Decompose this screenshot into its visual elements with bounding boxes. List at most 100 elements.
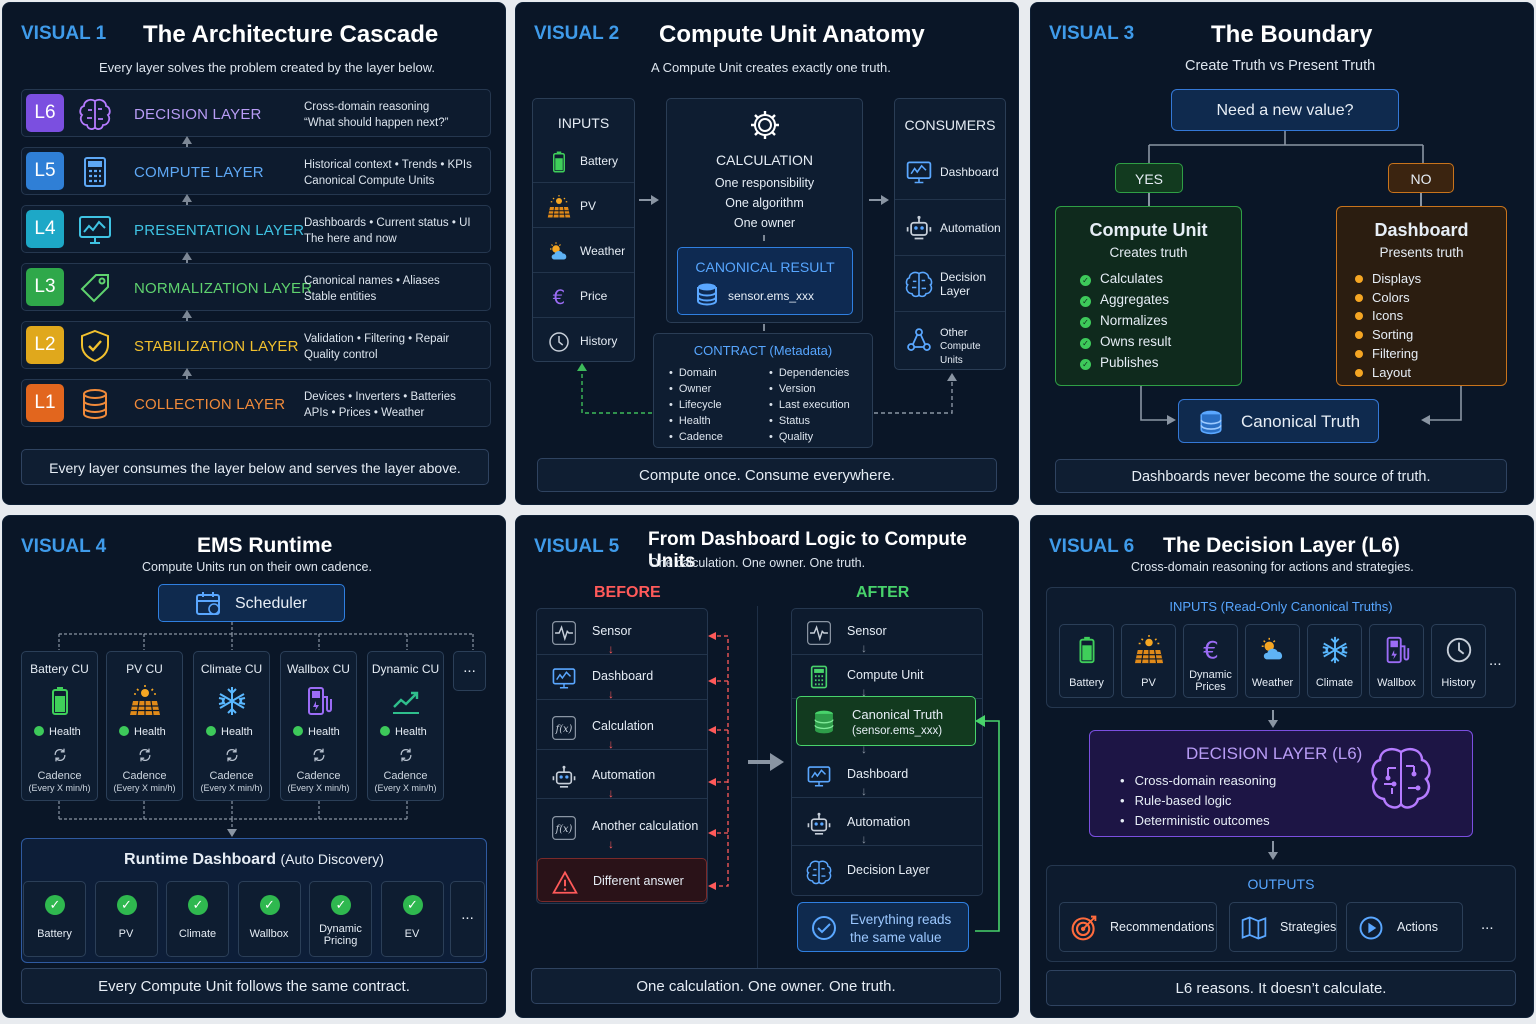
output-actions[interactable]: Actions [1346, 902, 1463, 952]
up-arrowhead [182, 310, 192, 318]
health-status: Health [293, 726, 340, 738]
contract-item: Status [769, 413, 850, 429]
dashboard-tile[interactable]: ✓EV [380, 881, 444, 957]
svg-text:f(x): f(x) [555, 824, 573, 835]
network-icon [905, 326, 933, 354]
input-tile: Wallbox [1369, 624, 1424, 698]
warning-icon [552, 870, 578, 896]
dashboard-tile-label: PV [96, 928, 157, 940]
dashboard-title: Dashboard [1374, 220, 1469, 240]
layer-description-line: Cross-domain reasoning [304, 101, 430, 113]
layer-description-line: Stable entities [304, 291, 377, 303]
runtime-dashboard-suffix: (Auto Discovery) [280, 851, 384, 867]
dashboard-subtitle: Presents truth [1379, 245, 1464, 260]
question-box: Need a new value? [1171, 89, 1399, 131]
decision-item-label: Rule-based logic [1134, 793, 1232, 808]
output-strategies[interactable]: Strategies [1229, 902, 1337, 952]
before-step: Different answer [537, 858, 707, 902]
compute-unit-item-label: Publishes [1100, 355, 1159, 370]
before-step-label: Sensor [592, 624, 632, 638]
compute-unit-title: Compute Unit [1089, 220, 1208, 240]
visual-4-panel: VISUAL 4 EMS Runtime Compute Units run o… [2, 515, 506, 1018]
compute-unit-name: Wallbox CU [287, 662, 350, 676]
visual-number: VISUAL 5 [534, 536, 620, 557]
before-label: BEFORE [594, 584, 661, 601]
panel-footer: Dashboards never become the source of tr… [1055, 459, 1507, 493]
cadence-info: Cadence(Every X min/h) [281, 770, 356, 794]
visual-6-panel: VISUAL 6 The Decision Layer (L6) Cross-d… [1030, 515, 1534, 1018]
cadence-detail: (Every X min/h) [287, 783, 350, 793]
clock-icon [1444, 635, 1474, 665]
shield-icon [78, 329, 112, 363]
monitor-icon [78, 213, 112, 247]
dashboard-connector [58, 801, 408, 837]
contract-item: Health [669, 413, 723, 429]
visual-5-panel: VISUAL 5 From Dashboard Logic to Compute… [515, 515, 1019, 1018]
layer-description-line: The here and now [304, 233, 397, 245]
output-label: Strategies [1280, 920, 1337, 934]
dashboard-item-label: Icons [1372, 308, 1404, 324]
before-step-label: Dashboard [592, 669, 654, 683]
after-step: Compute Unit [792, 653, 982, 699]
arrow-down-icon [1268, 841, 1278, 860]
contract-box: CONTRACT (Metadata) DomainOwnerLifecycle… [653, 333, 873, 448]
panel-footer: Every layer consumes the layer below and… [21, 449, 489, 485]
dashboard-tile[interactable]: ✓Climate [166, 881, 229, 957]
dashboard-tile[interactable]: ✓Wallbox [237, 881, 301, 957]
layer-description-line: APIs • Prices • Weather [304, 407, 425, 419]
contract-item: Last execution [769, 397, 850, 413]
cycle-icon [107, 747, 182, 766]
consumer-label-line: Decision [940, 270, 987, 284]
more-button[interactable]: ... [450, 881, 485, 957]
compute-unit-name: Climate CU [200, 662, 263, 676]
health-label: Health [49, 726, 81, 738]
dashed-connector [874, 373, 957, 414]
more-button[interactable]: ... [453, 651, 486, 691]
health-status: Health [34, 726, 81, 738]
after-step-label: Dashboard [847, 767, 909, 781]
health-label: Health [395, 726, 427, 738]
no-label: NO [1388, 163, 1454, 193]
panel-footer: L6 reasons. It doesn’t calculate. [1046, 970, 1516, 1006]
health-dot-icon [34, 726, 44, 736]
layer-description-line: Historical context • Trends • KPIs [304, 159, 472, 171]
layer-badge: L6 [26, 94, 64, 132]
input-tile-label: Weather [1246, 677, 1299, 689]
check-circle-icon: ✓ [116, 895, 137, 915]
dashboard-tile-line: Pricing [323, 935, 358, 947]
input-tile: History [1431, 624, 1486, 698]
dashboard-tile[interactable]: ✓Battery [23, 881, 86, 957]
consumer-label-line: Layer [940, 284, 971, 298]
bullet-dot-icon [1355, 368, 1363, 377]
snowflake-icon [1320, 635, 1350, 665]
visual-number: VISUAL 4 [21, 536, 107, 557]
decision-item: •Rule-based logic [1120, 791, 1276, 811]
gear-icon [751, 111, 779, 139]
down-arrow-icon: ↓ [608, 786, 614, 800]
dashboard-item-label: Colors [1372, 289, 1410, 305]
dashboard-tile[interactable]: ✓ PV [94, 881, 158, 957]
dashboard-item-label: Displays [1372, 271, 1422, 286]
cadence-label: Cadence [383, 770, 428, 782]
compute-unit-item-label: Aggregates [1100, 292, 1170, 307]
panel-subtitle: Create Truth vs Present Truth [1185, 58, 1376, 74]
arrow-icon [748, 753, 784, 771]
database-green-icon [811, 709, 837, 735]
inputs-title: INPUTS [557, 115, 610, 131]
compute-unit-subtitle: Creates truth [1109, 245, 1188, 260]
dashboard-item: Icons [1355, 307, 1421, 326]
output-recommendations[interactable]: Recommendations [1059, 902, 1217, 952]
dashboard-tile-line: EV [404, 928, 420, 940]
